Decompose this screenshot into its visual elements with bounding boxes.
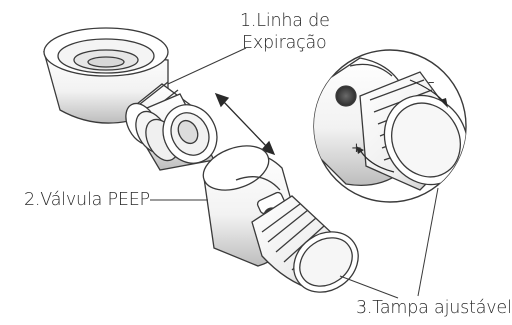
plus-sign: + <box>351 141 362 156</box>
expiration-line-part <box>43 27 169 124</box>
ribbed-coupling <box>125 93 218 171</box>
label-expiration-line: 1.Linha de Expiração <box>240 10 330 54</box>
label-peep-valve: 2.Válvula PEEP <box>24 190 150 210</box>
adjustable-cap <box>251 195 359 293</box>
assembly-illustration <box>43 27 467 299</box>
separation-arrow <box>214 92 276 156</box>
label-expiration-line-2: Expiração <box>242 33 327 53</box>
leader-line-zoom <box>417 187 439 297</box>
zoom-detail <box>313 49 467 203</box>
label-expiration-line-1: 1.Linha de <box>240 11 330 31</box>
leader-line-cap <box>339 275 399 299</box>
label-adjustable-cap: 3.Tampa ajustável <box>356 298 512 318</box>
leader-line-expiration <box>167 47 247 85</box>
minus-sign: – <box>428 75 435 90</box>
peep-valve-diagram: 1.Linha de Expiração 2.Válvula PEEP 3.Ta… <box>24 10 512 318</box>
